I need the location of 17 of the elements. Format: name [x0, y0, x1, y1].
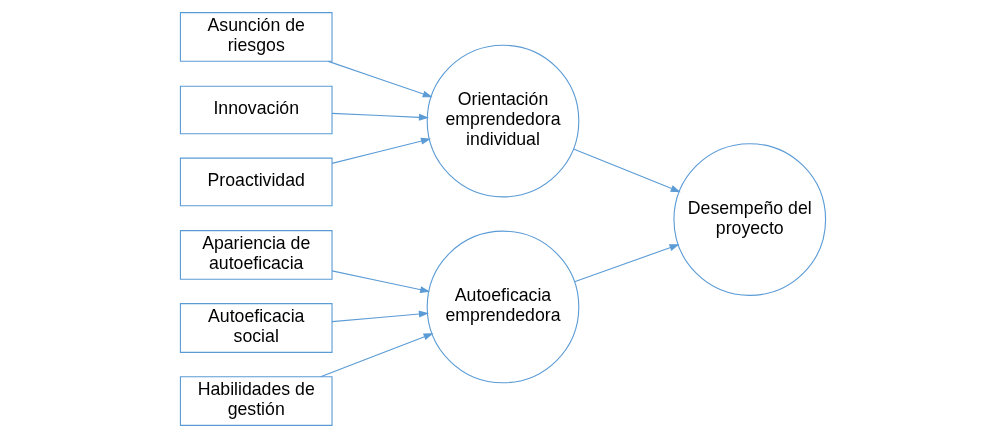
node-box: Proactividad	[179, 157, 333, 207]
node-box: Apariencia de autoeficacia	[179, 230, 333, 280]
arrow	[319, 333, 434, 378]
node-box: Habilidades de gestión	[179, 376, 333, 426]
node-box: Autoeficacia social	[179, 303, 333, 353]
arrow	[573, 244, 679, 283]
arrow	[331, 112, 429, 121]
node-circle: Desempeño del proyecto	[672, 143, 826, 296]
node-circle: Autoeficacia emprendedora	[426, 230, 579, 384]
arrow	[331, 137, 431, 164]
arrow	[331, 270, 430, 294]
arrow	[327, 60, 433, 98]
node-circle: Orientación emprendedora individual	[426, 44, 579, 198]
node-box: Innovación	[179, 85, 333, 135]
node-box: Asunción de riesgos	[179, 12, 333, 62]
arrow	[331, 310, 429, 323]
arrow	[572, 148, 681, 193]
